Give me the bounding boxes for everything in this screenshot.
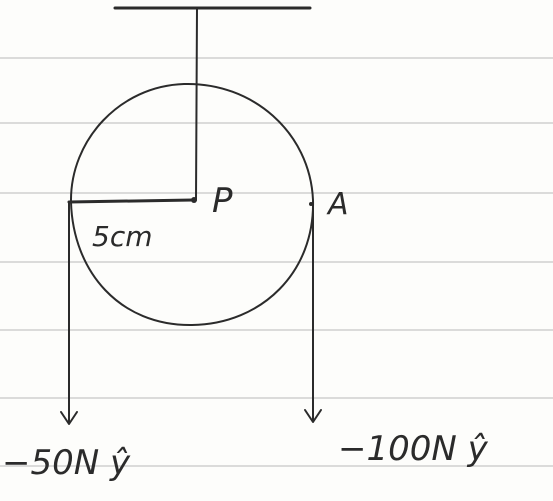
label-radius: 5cm (92, 220, 152, 253)
pulley-circle (69, 82, 315, 327)
label-p: P (212, 181, 233, 221)
center-point (191, 197, 197, 203)
label-a: A (326, 187, 349, 222)
hanging-rope (195, 7, 198, 201)
left-arrowhead-icon (60, 411, 78, 425)
radius-line (67, 198, 195, 204)
label-force-right: −100N ŷ (338, 429, 489, 469)
label-force-left: −50N ŷ (2, 443, 131, 483)
right-arrowhead-icon (304, 409, 322, 423)
ruled-lines (0, 57, 553, 467)
